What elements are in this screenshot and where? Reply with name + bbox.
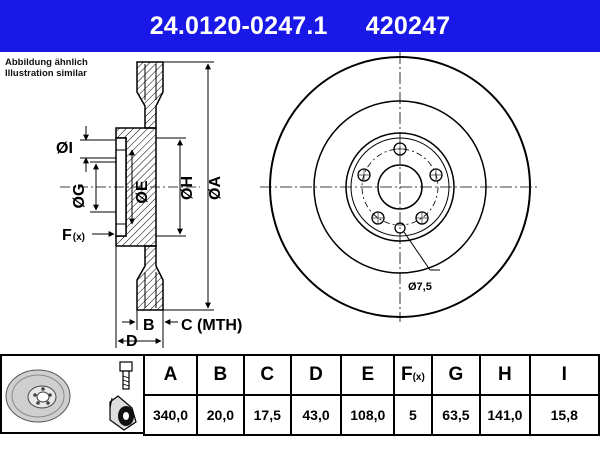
front-view	[260, 52, 540, 322]
label-dia-H: ØH	[179, 176, 196, 200]
label-B: B	[143, 317, 155, 334]
col-B: B	[195, 354, 245, 396]
col-A: A	[143, 354, 198, 396]
wheel-hub-icon	[109, 395, 137, 431]
note-line-de: Abbildung ähnlich	[5, 57, 88, 68]
bolt-icon	[119, 361, 133, 390]
val-F: 5	[393, 394, 433, 436]
val-G: 63,5	[430, 394, 482, 436]
note-line-en: Illustration similar	[5, 68, 87, 79]
val-E: 108,0	[340, 394, 396, 436]
spec-header-row: A B C D E F(x) G H I	[143, 354, 600, 396]
side-section-view	[60, 61, 200, 311]
col-F: F(x)	[393, 354, 433, 396]
illustration-note: Abbildung ähnlich Illustration similar	[5, 57, 88, 79]
section-lower-ring	[136, 245, 164, 311]
col-G: G	[430, 354, 482, 396]
label-F: F(x)	[62, 227, 85, 244]
col-E: E	[340, 354, 396, 396]
col-F-main: F	[400, 364, 413, 385]
val-C: 17,5	[242, 394, 292, 436]
hat-edge	[345, 132, 455, 242]
brake-disc-icon	[5, 369, 71, 423]
label-dia-A: ØA	[207, 176, 224, 200]
hub-face	[350, 137, 450, 237]
col-H: H	[479, 354, 531, 396]
short-number: 420247	[365, 11, 451, 40]
label-dia-I: ØI	[56, 140, 73, 157]
val-A: 340,0	[143, 394, 198, 436]
spec-section: A B C D E F(x) G H I 340,0 20,0 17,5 43,…	[0, 352, 600, 450]
disc-friction-inner	[313, 100, 487, 274]
col-I: I	[528, 354, 600, 396]
col-D: D	[289, 354, 343, 396]
bolt-holes	[357, 142, 443, 225]
label-dia-G: ØG	[71, 184, 88, 209]
locating-hole	[394, 222, 406, 234]
label-F-sub: (x)	[73, 232, 85, 243]
col-C: C	[242, 354, 292, 396]
icon-panel	[5, 361, 137, 431]
col-F-sub: (x)	[412, 372, 425, 383]
val-D: 43,0	[289, 394, 343, 436]
section-upper-ring	[136, 61, 164, 129]
icon-box	[0, 354, 143, 434]
part-number: 24.0120-0247.1	[149, 11, 328, 40]
val-I: 15,8	[528, 394, 600, 436]
val-B: 20,0	[195, 394, 245, 436]
label-F-main: F	[62, 227, 72, 244]
label-hole-dia: Ø7,5	[408, 281, 432, 293]
val-H: 141,0	[479, 394, 531, 436]
spec-value-row: 340,0 20,0 17,5 43,0 108,0 5 63,5 141,0 …	[143, 394, 600, 436]
header-bar: 24.0120-0247.1 420247	[0, 0, 600, 52]
disc-outer-edge	[269, 56, 531, 318]
center-bore	[377, 164, 423, 210]
label-dia-E: ØE	[134, 180, 151, 203]
technical-drawing: ØI ØG ØE ØH ØA F(x) B C (MTH) D	[56, 52, 540, 350]
label-C: C (MTH)	[181, 317, 242, 334]
spec-table: A B C D E F(x) G H I 340,0 20,0 17,5 43,…	[143, 354, 600, 436]
label-D: D	[126, 333, 138, 350]
